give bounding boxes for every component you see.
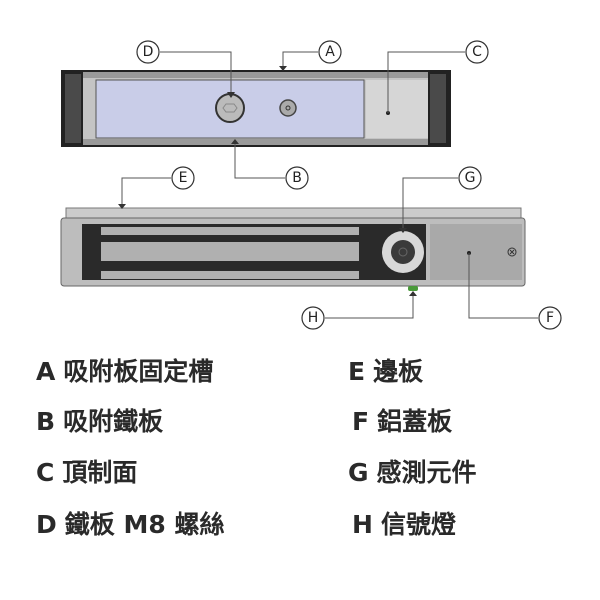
armature-plate-view (61, 70, 451, 147)
callout-f: F (546, 310, 554, 326)
callout-c: C (472, 44, 482, 60)
callout-e: E (179, 170, 188, 186)
aluminium-cover (430, 224, 522, 280)
callout-d: D (143, 44, 154, 60)
top-face-panel (366, 80, 428, 138)
callout-g: G (465, 170, 476, 186)
signal-led (408, 286, 418, 291)
small-screw (279, 99, 297, 117)
m8-screw (215, 93, 245, 123)
callout-a: A (325, 44, 335, 60)
callout-h: H (308, 310, 319, 326)
callout-b: B (292, 170, 302, 186)
magnet-view (60, 207, 526, 291)
